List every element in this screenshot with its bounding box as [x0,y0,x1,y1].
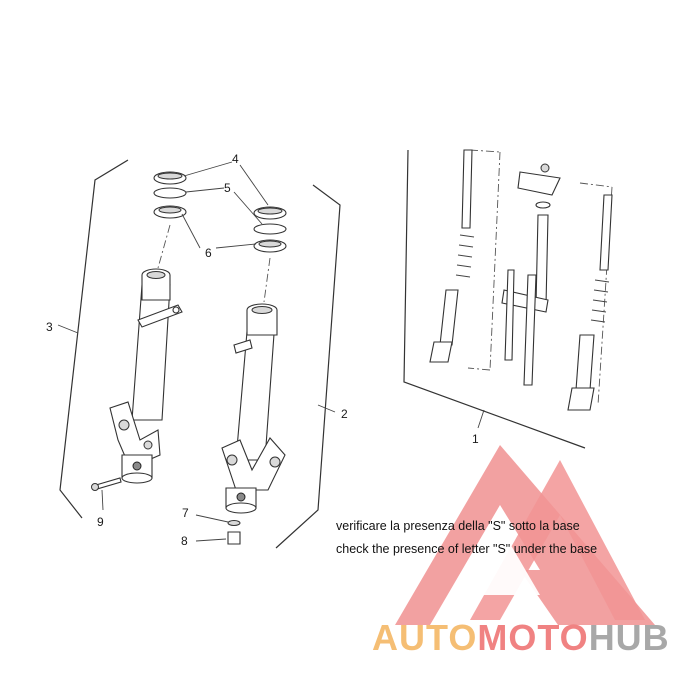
callout-3: 3 [46,320,53,334]
assembly-note: verificare la presenza della "S" sotto l… [336,519,597,556]
note-italian: verificare la presenza della "S" sotto l… [336,519,580,533]
callout-4: 4 [232,152,239,166]
svg-text:AUTOMOTOHUB: AUTOMOTOHUB [372,617,670,658]
fork-leg-right [195,184,341,549]
callout-8: 8 [181,534,188,548]
watermark-logo [395,445,655,625]
callout-labels: 1 2 3 4 5 6 7 8 9 [46,152,479,548]
callout-5: 5 [224,181,231,195]
callout-9: 9 [97,515,104,529]
watermark-auto: AUTO [372,617,477,658]
callout-2: 2 [341,407,348,421]
note-english: check the presence of letter "S" under t… [336,542,597,556]
watermark-moto: MOTO [477,617,588,658]
watermark-wordmark: AUTOMOTOHUB [372,617,670,658]
bolt-9 [91,477,122,511]
callout-1: 1 [472,432,479,446]
seal-set-right [253,206,287,303]
leader-lines [181,161,269,249]
fork-assembly [403,149,613,449]
watermark-hub: HUB [589,617,670,658]
screw-8 [195,531,241,545]
seal-set-left [153,171,187,269]
callout-7: 7 [182,506,189,520]
washer-7 [195,514,241,526]
fork-leg-left [57,159,183,519]
callout-6: 6 [205,246,212,260]
